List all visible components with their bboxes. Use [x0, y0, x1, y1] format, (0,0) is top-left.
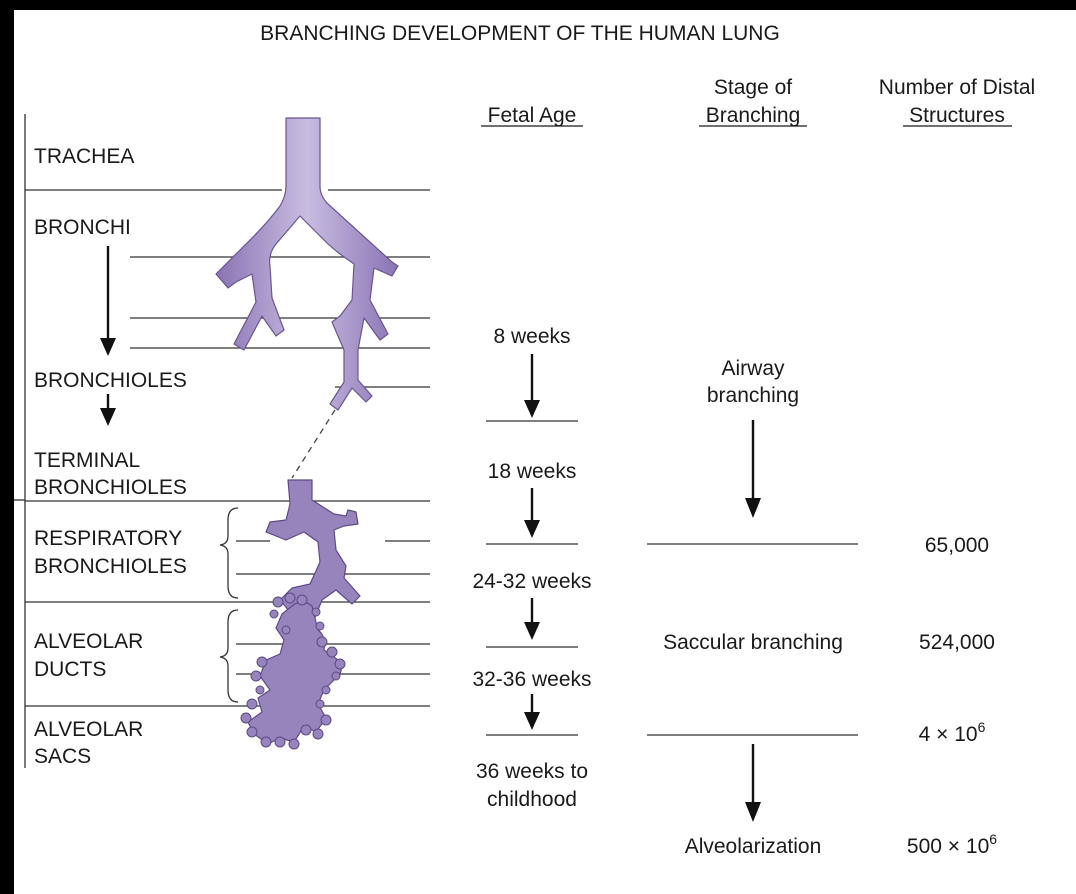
- arrow-head-icon: [745, 498, 761, 518]
- label-respiratory-1: RESPIRATORY: [34, 527, 182, 550]
- label-terminal-1: TERMINAL: [34, 449, 140, 472]
- distal-count-4e6-exp: 6: [978, 719, 986, 735]
- stage-alveolarization: Alveolarization: [685, 835, 822, 858]
- diagram-title: BRANCHING DEVELOPMENT OF THE HUMAN LUNG: [260, 22, 780, 45]
- dashed-connector: [292, 410, 335, 478]
- distal-count-4e6-base: 4 × 10: [919, 723, 978, 746]
- distal-count-500e6-exp: 6: [989, 831, 997, 847]
- stage-airway-line1: Airway: [721, 357, 785, 380]
- label-trachea: TRACHEA: [34, 145, 134, 168]
- stage-saccular: Saccular branching: [663, 631, 843, 654]
- distal-count-65000: 65,000: [925, 534, 989, 557]
- fetal-age-36-weeks-line2: childhood: [487, 788, 577, 811]
- distal-count-4e6: 4 × 106: [919, 719, 986, 746]
- brace-ducts: [220, 610, 238, 702]
- distal-count-524000: 524,000: [919, 631, 995, 654]
- label-respiratory-2: BRONCHIOLES: [34, 555, 187, 578]
- header-fetal-age: Fetal Age: [488, 104, 577, 127]
- distal-count-500e6: 500 × 106: [907, 831, 997, 858]
- arrow-head-icon: [524, 622, 540, 640]
- fetal-age-24-32-weeks: 24-32 weeks: [472, 570, 591, 593]
- fetal-age-8-weeks: 8 weeks: [493, 325, 570, 348]
- fetal-age-32-36-weeks: 32-36 weeks: [472, 668, 591, 691]
- lung-diagram: BRANCHING DEVELOPMENT OF THE HUMAN LUNG …: [14, 10, 1076, 894]
- header-stage-line2: Branching: [706, 104, 801, 127]
- fetal-age-36-weeks-line1: 36 weeks to: [476, 760, 588, 783]
- figure-panel: BRANCHING DEVELOPMENT OF THE HUMAN LUNG …: [14, 10, 1076, 894]
- label-ducts-2: DUCTS: [34, 658, 106, 681]
- airway-tree-upper: [216, 118, 398, 410]
- arrow-head-icon: [524, 400, 540, 418]
- airway-tree-lower: [248, 480, 360, 744]
- label-bronchi: BRONCHI: [34, 216, 131, 239]
- distal-count-500e6-base: 500 × 10: [907, 835, 989, 858]
- label-sacs-2: SACS: [34, 745, 91, 768]
- arrow-head-icon: [100, 338, 116, 356]
- label-terminal-2: BRONCHIOLES: [34, 476, 187, 499]
- brace-respiratory: [220, 508, 238, 598]
- stage-airway-line2: branching: [707, 384, 799, 407]
- arrow-head-icon: [745, 802, 761, 822]
- fetal-age-18-weeks: 18 weeks: [488, 460, 577, 483]
- label-ducts-1: ALVEOLAR: [34, 630, 143, 653]
- label-bronchioles: BRONCHIOLES: [34, 369, 187, 392]
- label-sacs-1: ALVEOLAR: [34, 718, 143, 741]
- header-stage-line1: Stage of: [714, 76, 792, 99]
- arrow-head-icon: [100, 408, 116, 426]
- arrow-head-icon: [524, 712, 540, 730]
- arrow-head-icon: [524, 520, 540, 538]
- header-distal-line1: Number of Distal: [879, 76, 1035, 99]
- header-distal-line2: Structures: [909, 104, 1005, 127]
